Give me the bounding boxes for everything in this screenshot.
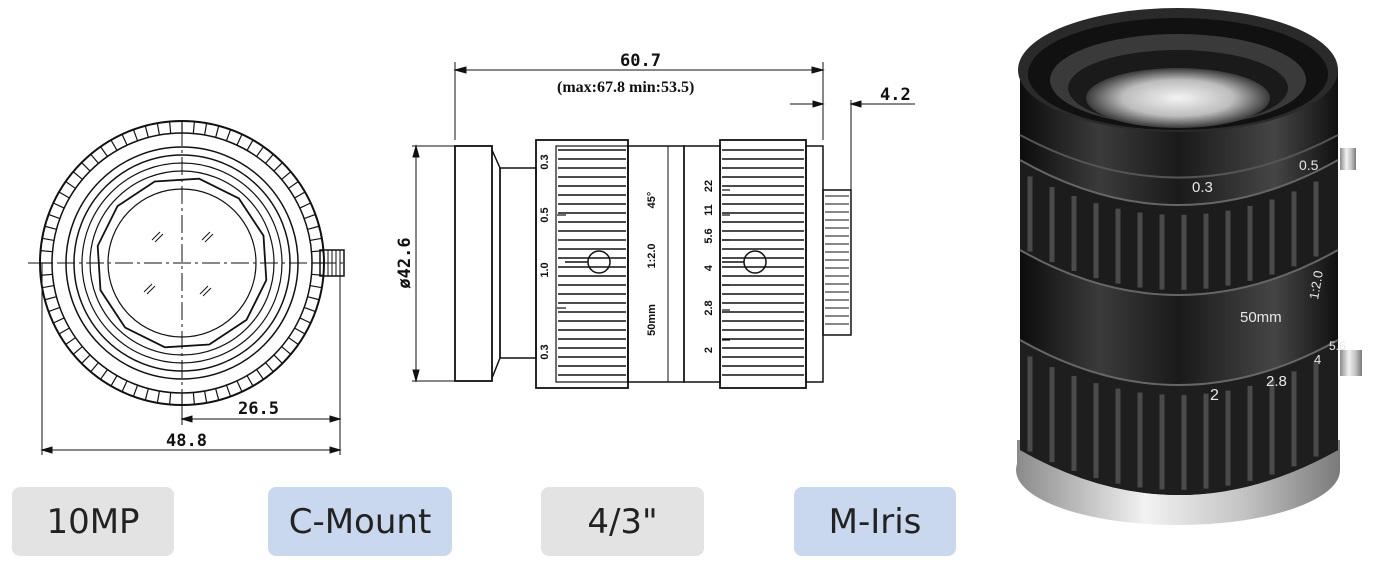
iris-scale-label: 4 xyxy=(703,264,715,271)
photo-label: 4 xyxy=(1314,352,1321,367)
iris-scale-label: 5.6 xyxy=(703,228,715,243)
focus-scale-label: 0.5 xyxy=(539,207,551,222)
photo-label: 0.5 xyxy=(1299,157,1319,173)
flange-dimension-label: 4.2 xyxy=(880,85,911,105)
ring-text: 50mm xyxy=(646,304,658,336)
photo-label: 5.6 xyxy=(1329,339,1346,353)
photo-label: 50mm xyxy=(1240,309,1282,326)
side-diameter-label: ø42.6 xyxy=(395,237,415,288)
focus-scale-label: 1.0 xyxy=(539,262,551,277)
length-range-label: (max:67.8 min:53.5) xyxy=(557,79,694,96)
length-dimension-label: 60.7 xyxy=(620,51,661,71)
iris-scale-label: 2 xyxy=(703,347,715,353)
iris-scale-label: 22 xyxy=(703,180,715,192)
lens-photo xyxy=(1016,8,1362,525)
iris-scale-label: 11 xyxy=(703,204,715,216)
iris-scale-label: 2.8 xyxy=(703,300,715,315)
ring-text: 1:2.0 xyxy=(646,243,658,268)
side-view-drawing xyxy=(412,62,915,389)
photo-label: 1:2.0 xyxy=(1306,269,1326,300)
photo-label: 0.3 xyxy=(1192,179,1213,196)
tag-iris: M-Iris xyxy=(794,487,956,556)
photo-label: 2.8 xyxy=(1266,373,1287,390)
tag-sensor-format: 4/3" xyxy=(541,487,704,556)
ring-text: 45° xyxy=(646,192,658,209)
focus-scale-label: 0.3 xyxy=(539,154,551,169)
tag-resolution: 10MP xyxy=(12,487,174,556)
radius-dimension-label: 26.5 xyxy=(238,399,279,419)
focus-scale-label: 0.3 xyxy=(539,344,551,359)
photo-label: 2 xyxy=(1210,387,1219,404)
front-view-drawing xyxy=(28,120,345,455)
diameter-dimension-label: 48.8 xyxy=(166,431,207,451)
tag-mount: C-Mount xyxy=(268,487,452,556)
